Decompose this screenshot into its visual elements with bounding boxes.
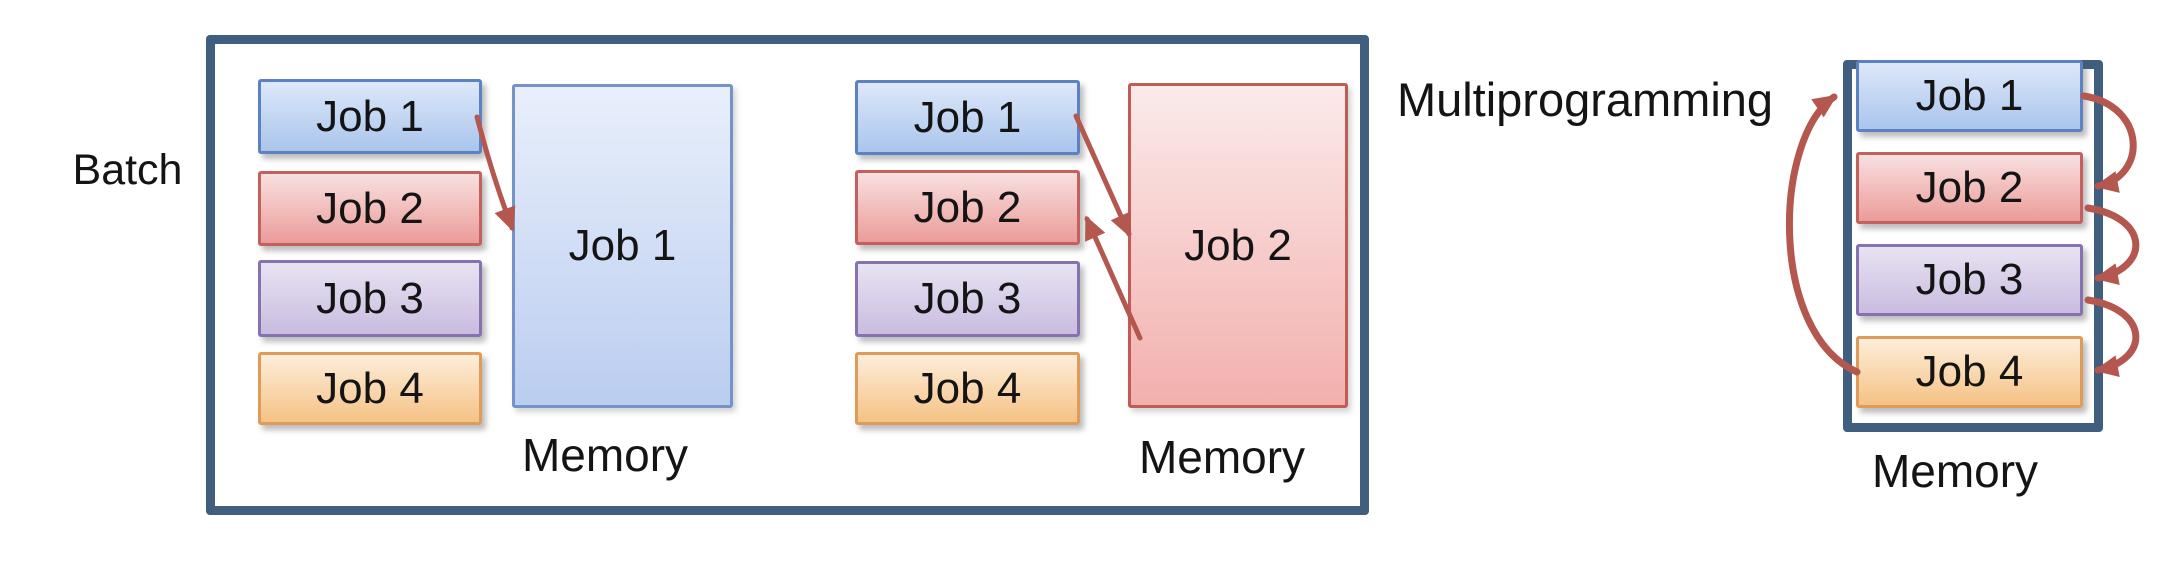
stage2-queue-job3-box: Job 3 [855, 261, 1080, 337]
stage1-queue-job4-box: Job 4 [258, 352, 482, 425]
mp-job3-box: Job 3 [1856, 244, 2083, 316]
stage2-queue-job1-box: Job 1 [855, 80, 1080, 155]
mp-job1-box: Job 1 [1856, 60, 2083, 132]
stage2-queue-job2-box: Job 2 [855, 170, 1080, 245]
stage1-queue-job1-box: Job 1 [258, 79, 482, 154]
stage1-memory-label: Memory [521, 429, 689, 481]
stage1-queue-job3-box: Job 3 [258, 260, 482, 337]
stage1-memory-box: Job 1 [512, 84, 733, 408]
multiprogramming-label: Multiprogramming [1396, 73, 1774, 126]
mp-job4-box: Job 4 [1856, 336, 2083, 408]
stage2-queue-job4-box: Job 4 [855, 352, 1080, 425]
batch-label: Batch [72, 146, 183, 194]
stage2-memory-box: Job 2 [1128, 83, 1348, 408]
batch-panel [206, 35, 1369, 515]
stage1-queue-job2-box: Job 2 [258, 171, 482, 246]
mp-job2-box: Job 2 [1856, 152, 2083, 224]
mp-memory-label: Memory [1871, 445, 2039, 497]
stage2-memory-label: Memory [1138, 431, 1306, 483]
